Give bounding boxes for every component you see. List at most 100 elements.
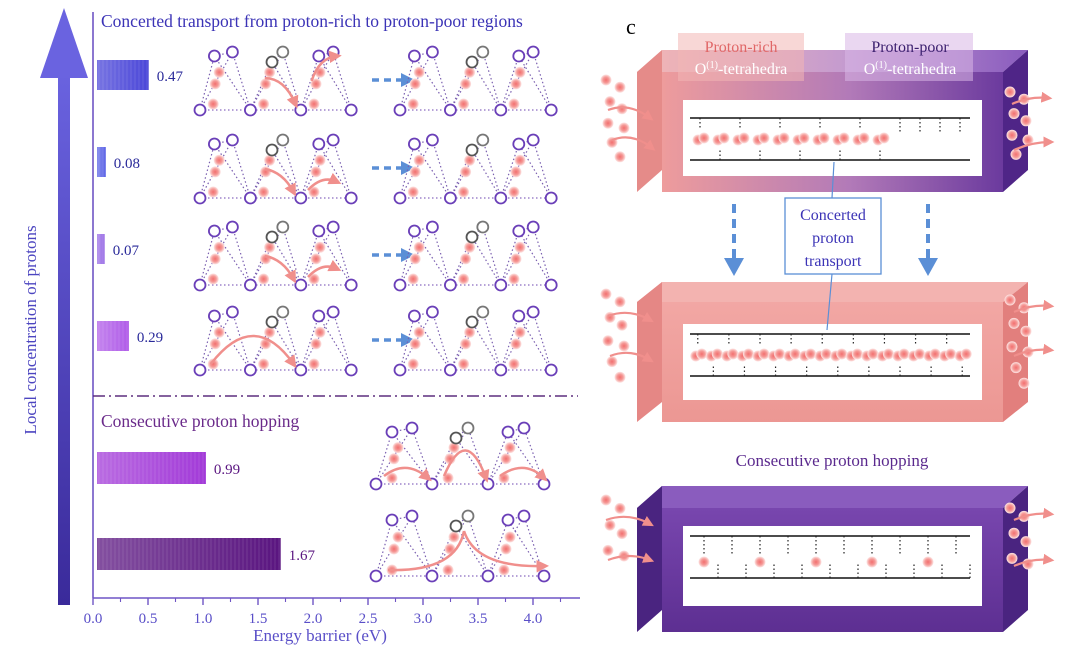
bond-line: [487, 431, 509, 485]
bond-line: [199, 55, 215, 111]
oxygen-atom: [537, 477, 551, 491]
proton: [392, 531, 404, 543]
oxygen-atom: [243, 363, 257, 377]
oxygen-atom: [526, 133, 540, 147]
proton: [498, 564, 510, 576]
proton: [614, 151, 626, 163]
bar-value-label: 0.29: [137, 330, 163, 346]
proton: [758, 132, 770, 144]
oxygen-atom: [407, 49, 421, 63]
bond-line: [482, 139, 502, 199]
oxygen-atom: [393, 278, 407, 292]
proton: [500, 543, 512, 555]
proton: [310, 253, 322, 265]
oxygen-atom: [312, 224, 326, 238]
oxygen-atom: [265, 55, 279, 69]
oxygen-atom: [465, 230, 479, 244]
oxygen-atom: [225, 133, 239, 147]
oxygen-atom: [405, 509, 419, 523]
proton: [407, 98, 419, 110]
oxygen-atom: [405, 421, 419, 435]
oxygen-atom: [526, 305, 540, 319]
bond-line: [431, 139, 451, 199]
oxygen-atom: [207, 49, 221, 63]
concerted-transport-callout: Concerted proton transport: [784, 197, 882, 275]
bond-line: [532, 226, 552, 286]
oxygen-atom: [494, 278, 508, 292]
oxygen-atom: [344, 103, 358, 117]
oxygen-atom: [476, 220, 490, 234]
oxygen-atom: [443, 103, 457, 117]
proton: [1004, 502, 1016, 514]
proton: [618, 122, 630, 134]
hop-arrow: [499, 466, 548, 482]
proton: [458, 98, 470, 110]
bond-line: [411, 427, 433, 485]
oxygen-atom: [494, 191, 508, 205]
proton: [867, 348, 879, 360]
proton: [264, 154, 276, 166]
oxygen-atom: [449, 519, 463, 533]
proton: [260, 78, 272, 90]
svg-text:Proton-poor: Proton-poor: [871, 39, 949, 56]
bond-line: [399, 315, 415, 371]
proton: [514, 241, 526, 253]
proton: [413, 326, 425, 338]
proton-poor-label: Proton-poor O(1)-tetrahedra: [845, 33, 973, 81]
bond-line: [399, 230, 415, 286]
proton: [602, 544, 614, 556]
oxygen-atom: [526, 220, 540, 234]
oxygen-atom: [207, 224, 221, 238]
proton: [789, 348, 801, 360]
oxygen-atom: [526, 45, 540, 59]
bond-line: [375, 431, 393, 485]
energy-bar: [97, 538, 281, 570]
bond-line: [414, 139, 433, 145]
bond-line: [199, 315, 215, 371]
proton: [258, 98, 270, 110]
bond-line: [332, 226, 352, 286]
proton: [310, 166, 322, 178]
proton: [514, 154, 526, 166]
bond-line: [332, 311, 352, 371]
oxygen-atom: [243, 278, 257, 292]
oxygen-atom: [265, 230, 279, 244]
proton: [500, 453, 512, 465]
concerted-schematic-row: [193, 220, 558, 292]
oxygen-atom: [494, 103, 508, 117]
proton: [820, 348, 832, 360]
bond-line: [399, 55, 415, 111]
proton: [314, 326, 326, 338]
proton: [504, 531, 516, 543]
bar-texture: [98, 538, 280, 570]
oxygen-atom: [461, 421, 475, 435]
oxygen-atom: [517, 421, 531, 435]
proton: [409, 166, 421, 178]
bond-line: [249, 149, 273, 199]
flow-arrow: [607, 311, 654, 323]
oxygen-atom: [461, 509, 475, 523]
oxygen-atom: [225, 45, 239, 59]
proton: [882, 348, 894, 360]
proton: [514, 66, 526, 78]
bond-line: [414, 226, 433, 232]
oxygen-atom: [465, 315, 479, 329]
bond-line: [532, 311, 552, 371]
bond-line: [413, 143, 451, 199]
oxygen-atom: [393, 363, 407, 377]
proton: [207, 186, 219, 198]
bond-line: [199, 143, 215, 199]
proton: [308, 98, 320, 110]
svg-text:transport: transport: [805, 253, 862, 270]
oxygen-atom: [294, 278, 308, 292]
oxygen-atom: [193, 278, 207, 292]
proton: [727, 348, 739, 360]
proton: [508, 358, 520, 370]
proton: [392, 442, 404, 454]
proton: [1020, 325, 1032, 337]
proton: [818, 132, 830, 144]
oxygen-atom: [476, 305, 490, 319]
bond-line: [249, 321, 273, 371]
bond-line: [518, 143, 552, 199]
x-tick-label: 0.5: [139, 611, 158, 627]
